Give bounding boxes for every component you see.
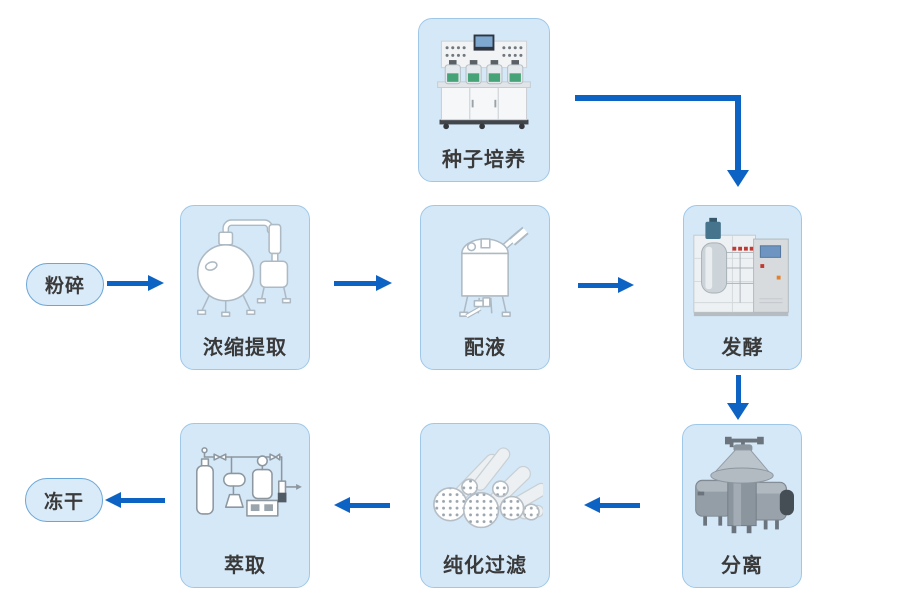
node-label: 配液 <box>464 336 506 359</box>
arrow-crushing-to-concentration <box>107 275 164 291</box>
node-purification-filtration: 纯化过滤 <box>420 423 550 588</box>
arrow-purification-to-extraction <box>334 497 390 513</box>
membrane-filter-rods-icon <box>421 424 549 545</box>
node-crushing: 粉碎 <box>26 263 104 306</box>
node-label: 分离 <box>721 554 763 577</box>
node-fermentation: 发酵 <box>683 205 802 370</box>
node-freeze-drying: 冻干 <box>25 478 103 522</box>
arrow-extraction-to-freeze-drying <box>105 492 165 508</box>
node-extraction: 萃取 <box>180 423 310 588</box>
node-label: 粉碎 <box>44 276 85 297</box>
node-seed-culture: 种子培养 <box>418 18 550 182</box>
node-label: 纯化过滤 <box>443 554 527 577</box>
node-label: 萃取 <box>224 554 266 577</box>
node-label: 冻干 <box>43 491 84 513</box>
node-separation: 分离 <box>682 424 802 588</box>
node-concentration-extraction: 浓缩提取 <box>180 205 310 370</box>
spherical-concentrator-icon <box>181 206 309 327</box>
node-label: 发酵 <box>721 336 764 359</box>
extraction-system-icon <box>181 424 309 545</box>
arrow-liquid-to-fermentation <box>578 277 634 293</box>
node-label: 种子培养 <box>442 148 526 171</box>
fermenter-icon <box>684 206 801 327</box>
seed-culture-bioreactor-icon <box>419 19 549 139</box>
arrow-concentration-to-liquid <box>334 275 392 291</box>
node-liquid-preparation: 配液 <box>420 205 550 370</box>
arrow-separation-to-purification <box>584 497 640 513</box>
mixing-tank-icon <box>421 206 549 327</box>
arrow-fermentation-to-separation <box>727 375 749 420</box>
node-label: 浓缩提取 <box>203 336 287 359</box>
disc-separator-icon <box>683 425 801 545</box>
